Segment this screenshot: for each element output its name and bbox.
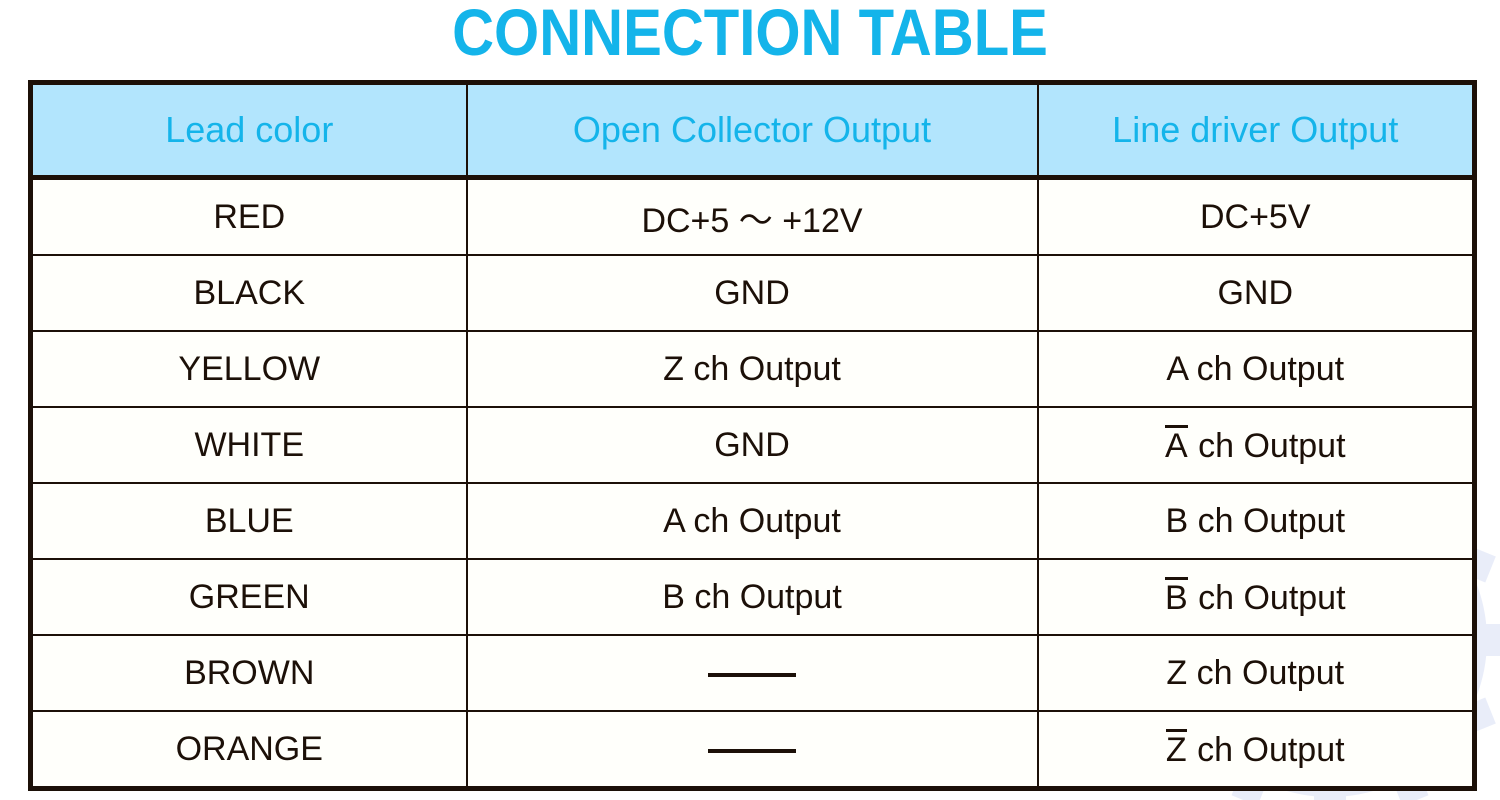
cell-line-driver: DC+5V [1036, 176, 1477, 256]
connection-table-container: Lead color Open Collector Output Line dr… [28, 80, 1477, 791]
cell-lead-color: BLACK [28, 254, 468, 332]
cell-line-driver: GND [1036, 254, 1477, 332]
cell-lead-color: GREEN [28, 558, 468, 636]
cell-lead-color: RED [28, 176, 468, 256]
cell-open-collector: B ch Output [465, 558, 1039, 636]
cell-open-collector: A ch Output [465, 482, 1039, 560]
cell-line-driver: B ch Output [1036, 482, 1477, 560]
cell-line-driver: Z ch Output [1036, 634, 1477, 712]
cell-text: ch Output [1188, 426, 1346, 465]
connection-table: Lead color Open Collector Output Line dr… [28, 80, 1477, 791]
column-header-open-collector: Open Collector Output [465, 80, 1039, 180]
table-row: BROWN Z ch Output [28, 634, 1477, 712]
em-dash-placeholder [708, 672, 796, 677]
cell-lead-color: ORANGE [28, 710, 468, 791]
table-header: Lead color Open Collector Output Line dr… [28, 80, 1477, 180]
cell-open-collector: GND [465, 406, 1039, 484]
column-header-lead-color: Lead color [28, 80, 468, 180]
cell-lead-color: BLUE [28, 482, 468, 560]
cell-line-driver: A ch Output [1036, 406, 1477, 484]
cell-lead-color: WHITE [28, 406, 468, 484]
cell-lead-color: BROWN [28, 634, 468, 712]
cell-open-collector: Z ch Output [465, 330, 1039, 408]
overline-letter: B [1164, 576, 1188, 617]
cell-open-collector: DC+5 〜 +12V [465, 176, 1039, 256]
overline-letter: A [1164, 424, 1188, 465]
cell-line-driver: B ch Output [1036, 558, 1477, 636]
table-row: ORANGE Z ch Output [28, 710, 1477, 791]
cell-open-collector: GND [465, 254, 1039, 332]
cell-open-collector [465, 710, 1039, 791]
column-header-line-driver: Line driver Output [1036, 80, 1477, 180]
table-header-row: Lead color Open Collector Output Line dr… [28, 80, 1477, 180]
page-title: CONNECTION TABLE [452, 0, 1048, 69]
cell-text: ch Output [1187, 730, 1345, 769]
em-dash-placeholder [708, 748, 796, 753]
cell-line-driver: A ch Output [1036, 330, 1477, 408]
cell-line-driver: Z ch Output [1036, 710, 1477, 791]
cell-lead-color: YELLOW [28, 330, 468, 408]
overline-letter: Z [1165, 728, 1187, 769]
cell-text: ch Output [1188, 578, 1346, 617]
cell-open-collector [465, 634, 1039, 712]
